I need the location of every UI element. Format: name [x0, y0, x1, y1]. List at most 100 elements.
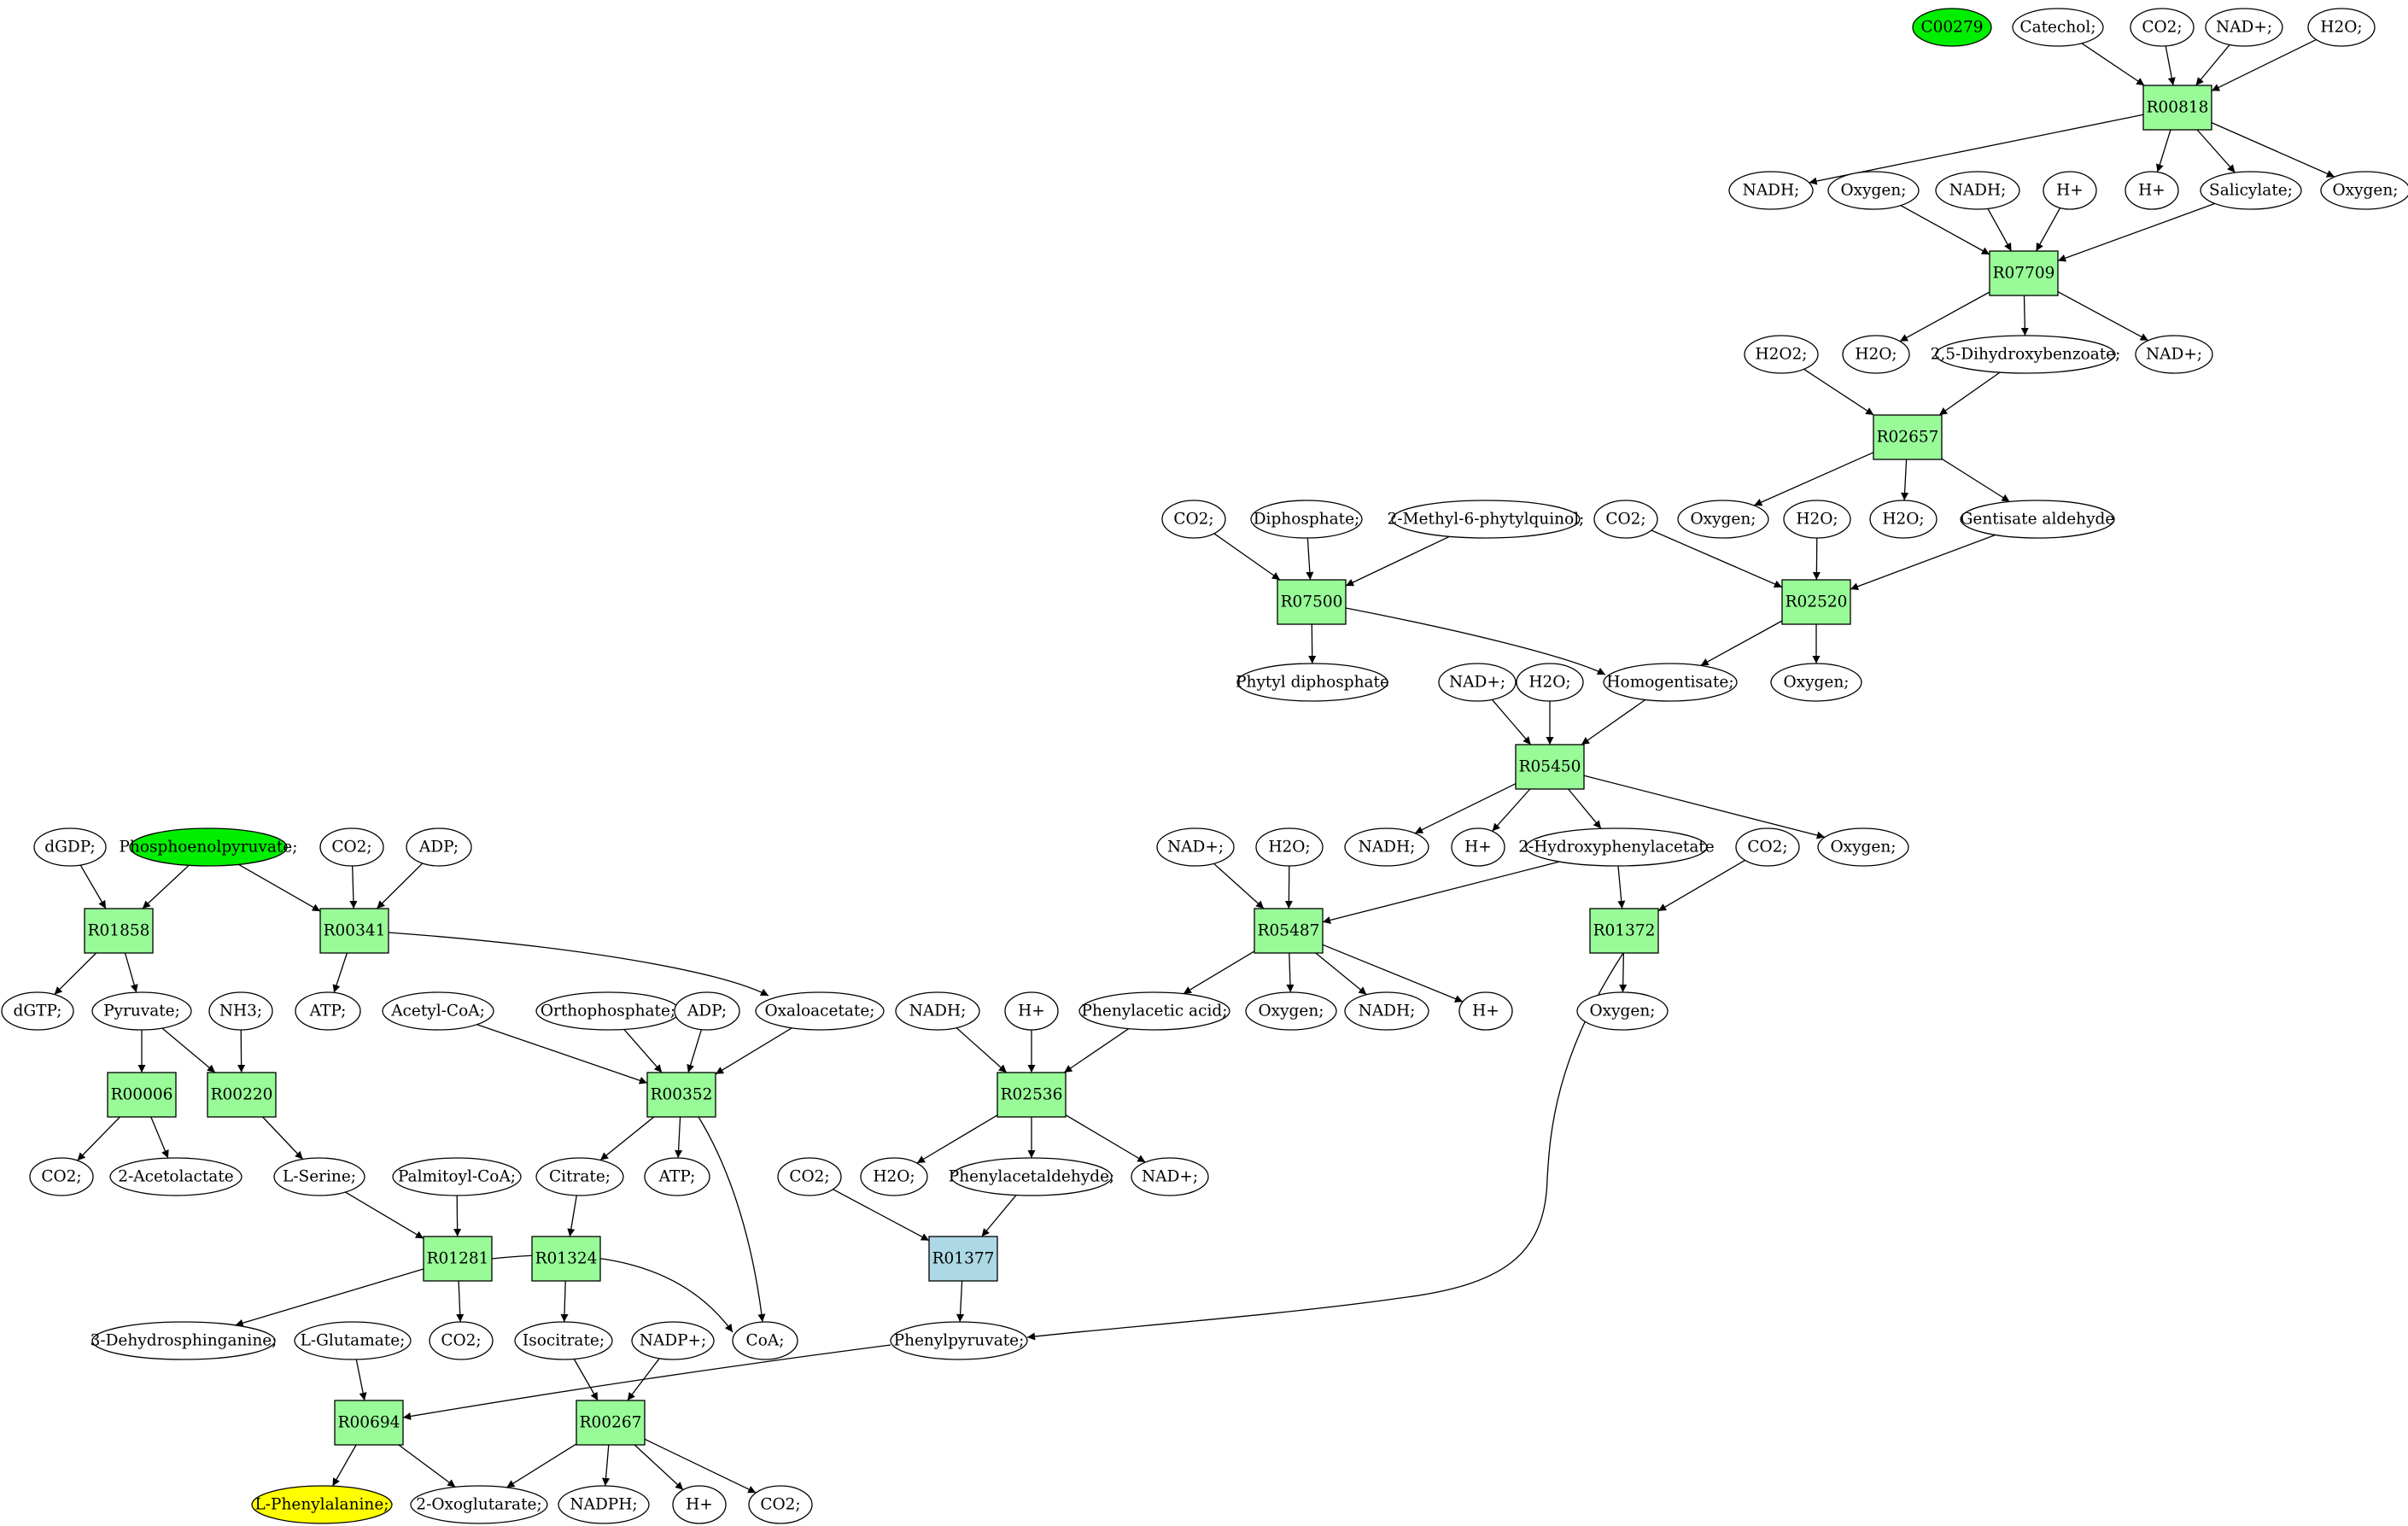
- compound-node-paa[interactable]: Phenylacetic acid;: [1078, 991, 1230, 1031]
- reaction-node-R01324[interactable]: R01324: [531, 1236, 601, 1282]
- compound-node-h2o2[interactable]: H2O2;: [1744, 335, 1819, 374]
- compound-ellipse: [1451, 827, 1505, 867]
- compound-node-nadp_b[interactable]: NAD+;: [2135, 335, 2213, 374]
- reaction-node-R01858[interactable]: R01858: [84, 908, 154, 954]
- compound-node-hplus_b[interactable]: H+: [2125, 171, 2179, 210]
- compound-node-catechol[interactable]: Catechol;: [2012, 8, 2104, 47]
- compound-node-palmitoylcoa[interactable]: Palmitoyl-CoA;: [392, 1157, 522, 1196]
- compound-node-citrate[interactable]: Citrate;: [535, 1157, 624, 1196]
- compound-node-oxygen_a[interactable]: Oxygen;: [1827, 171, 1920, 210]
- compound-node-nadh_d[interactable]: NADH;: [895, 991, 980, 1031]
- compound-node-homogentisate[interactable]: Homogentisate;: [1603, 663, 1738, 702]
- reaction-node-R01377[interactable]: R01377: [928, 1236, 998, 1282]
- compound-node-h2o_a[interactable]: H2O;: [2307, 8, 2376, 47]
- reaction-node-R00220[interactable]: R00220: [207, 1072, 277, 1118]
- reaction-node-R07709[interactable]: R07709: [1989, 250, 2059, 296]
- compound-node-dhb[interactable]: 2,5-Dihydroxybenzoate;: [1931, 335, 2121, 374]
- compound-node-phenylpyruvate[interactable]: Phenylpyruvate;: [890, 1321, 1028, 1360]
- compound-node-atp_b[interactable]: ATP;: [644, 1157, 710, 1196]
- reaction-node-R05450[interactable]: R05450: [1515, 744, 1585, 790]
- compound-node-oxygen_c[interactable]: Oxygen;: [1677, 500, 1769, 539]
- compound-node-serine[interactable]: L-Serine;: [273, 1157, 365, 1196]
- compound-node-co2_e[interactable]: CO2;: [777, 1157, 842, 1196]
- compound-node-nadp_d[interactable]: NAD+;: [1156, 827, 1235, 867]
- compound-node-adp_a[interactable]: ADP;: [406, 827, 472, 867]
- compound-node-hpa[interactable]: 2-Hydroxyphenylacetate: [1518, 827, 1715, 867]
- reaction-node-R01281[interactable]: R01281: [423, 1236, 493, 1282]
- compound-node-nadp_e[interactable]: NAD+;: [1131, 1157, 1209, 1196]
- compound-node-phenylalanine[interactable]: L-Phenylalanine;: [251, 1485, 393, 1524]
- compound-node-oxygen_b[interactable]: Oxygen;: [2320, 171, 2408, 210]
- compound-node-hplus_f[interactable]: H+: [672, 1485, 727, 1524]
- compound-node-oxygen_e[interactable]: Oxygen;: [1817, 827, 1909, 867]
- compound-node-co2_i[interactable]: CO2;: [748, 1485, 813, 1524]
- compound-node-co2_b[interactable]: CO2;: [1161, 500, 1226, 539]
- compound-node-co2_d[interactable]: CO2;: [1735, 827, 1800, 867]
- node-label: Salicylate;: [2209, 182, 2293, 200]
- compound-node-co2_h[interactable]: CO2;: [429, 1321, 494, 1360]
- compound-node-C00279[interactable]: C00279: [1912, 8, 1992, 47]
- compound-node-h2o_c[interactable]: H2O;: [1783, 500, 1851, 539]
- compound-node-hplus_c[interactable]: H+: [1451, 827, 1505, 867]
- compound-node-nadh_e[interactable]: NADH;: [1344, 991, 1429, 1031]
- compound-node-orthophosphate[interactable]: Orthophosphate;: [535, 991, 681, 1031]
- compound-node-co2_a[interactable]: CO2;: [2130, 8, 2195, 47]
- compound-node-coa[interactable]: CoA;: [732, 1321, 798, 1360]
- edge-adp_a-to-R00341: [376, 862, 424, 909]
- compound-node-mpq[interactable]: 2-Methyl-6-phytylquinol;: [1388, 500, 1585, 539]
- compound-node-phenylacetaldehyde[interactable]: Phenylacetaldehyde;: [949, 1157, 1115, 1196]
- reaction-node-R02536[interactable]: R02536: [997, 1072, 1067, 1118]
- compound-node-nadpplus[interactable]: NADP+;: [631, 1321, 715, 1360]
- reaction-node-R00818[interactable]: R00818: [2142, 85, 2212, 131]
- reaction-box: [1515, 744, 1585, 790]
- compound-node-salicylate[interactable]: Salicylate;: [2200, 171, 2302, 210]
- compound-node-dehydrosphinganine[interactable]: 3-Dehydrosphinganine;: [91, 1321, 278, 1360]
- reaction-node-R05487[interactable]: R05487: [1254, 908, 1324, 954]
- compound-node-oxaloacetate[interactable]: Oxaloacetate;: [755, 991, 885, 1031]
- compound-node-co2_g[interactable]: CO2;: [29, 1157, 94, 1196]
- compound-node-acetolactate[interactable]: 2-Acetolactate: [109, 1157, 243, 1196]
- compound-node-hplus_e[interactable]: H+: [1458, 991, 1513, 1031]
- reaction-node-R00006[interactable]: R00006: [107, 1072, 177, 1118]
- compound-node-h2o_g[interactable]: H2O;: [860, 1157, 928, 1196]
- compound-node-adp_b[interactable]: ADP;: [674, 991, 740, 1031]
- compound-node-atp_a[interactable]: ATP;: [295, 991, 361, 1031]
- compound-node-pep[interactable]: Phosphoenolpyruvate;: [120, 827, 298, 867]
- compound-node-nadp_c[interactable]: NAD+;: [1438, 663, 1517, 702]
- compound-node-hplus_a[interactable]: H+: [2043, 171, 2097, 210]
- reaction-node-R02520[interactable]: R02520: [1781, 579, 1851, 625]
- compound-node-pyruvate[interactable]: Pyruvate;: [91, 991, 192, 1031]
- compound-node-nadh_a[interactable]: NADH;: [1728, 171, 1814, 210]
- reaction-node-R00341[interactable]: R00341: [319, 908, 389, 954]
- reaction-node-R01372[interactable]: R01372: [1589, 908, 1659, 954]
- compound-node-acetylcoa[interactable]: Acetyl-CoA;: [382, 991, 494, 1031]
- compound-node-nadh_b[interactable]: NADH;: [1935, 171, 2020, 210]
- compound-node-diphosphate[interactable]: Diphosphate;: [1250, 500, 1363, 539]
- compound-node-h2o_e[interactable]: H2O;: [1516, 663, 1584, 702]
- compound-node-dgdp[interactable]: dGDP;: [33, 827, 107, 867]
- compound-node-glutamate[interactable]: L-Glutamate;: [294, 1321, 412, 1360]
- compound-node-nadp_a[interactable]: NAD+;: [2205, 8, 2283, 47]
- compound-node-dgtp[interactable]: dGTP;: [1, 991, 74, 1031]
- compound-node-co2_c[interactable]: CO2;: [1593, 500, 1658, 539]
- compound-node-h2o_d[interactable]: H2O;: [1869, 500, 1938, 539]
- compound-node-nadph[interactable]: NADPH;: [558, 1485, 650, 1524]
- compound-node-h2o_b[interactable]: H2O;: [1842, 335, 1910, 374]
- compound-node-gentisate[interactable]: Gentisate aldehyde: [1960, 500, 2115, 539]
- compound-node-co2_f[interactable]: CO2;: [319, 827, 384, 867]
- compound-node-h2o_f[interactable]: H2O;: [1255, 827, 1324, 867]
- compound-node-oxoglutarate[interactable]: 2-Oxoglutarate;: [410, 1485, 548, 1524]
- compound-node-isocitrate[interactable]: Isocitrate;: [514, 1321, 613, 1360]
- compound-node-oxygen_d[interactable]: Oxygen;: [1770, 663, 1862, 702]
- compound-node-oxygen_f[interactable]: Oxygen;: [1245, 991, 1337, 1031]
- reaction-node-R00694[interactable]: R00694: [334, 1400, 404, 1446]
- reaction-node-R00267[interactable]: R00267: [576, 1400, 646, 1446]
- compound-node-oxygen_g[interactable]: Oxygen;: [1576, 991, 1669, 1031]
- compound-node-nadh_c[interactable]: NADH;: [1344, 827, 1429, 867]
- reaction-node-R02657[interactable]: R02657: [1873, 414, 1943, 460]
- compound-node-phytyl[interactable]: Phytyl diphosphate: [1236, 663, 1389, 702]
- compound-node-nh3[interactable]: NH3;: [208, 991, 273, 1031]
- reaction-node-R07500[interactable]: R07500: [1277, 579, 1347, 625]
- compound-node-hplus_d[interactable]: H+: [1004, 991, 1059, 1031]
- reaction-node-R00352[interactable]: R00352: [646, 1072, 716, 1118]
